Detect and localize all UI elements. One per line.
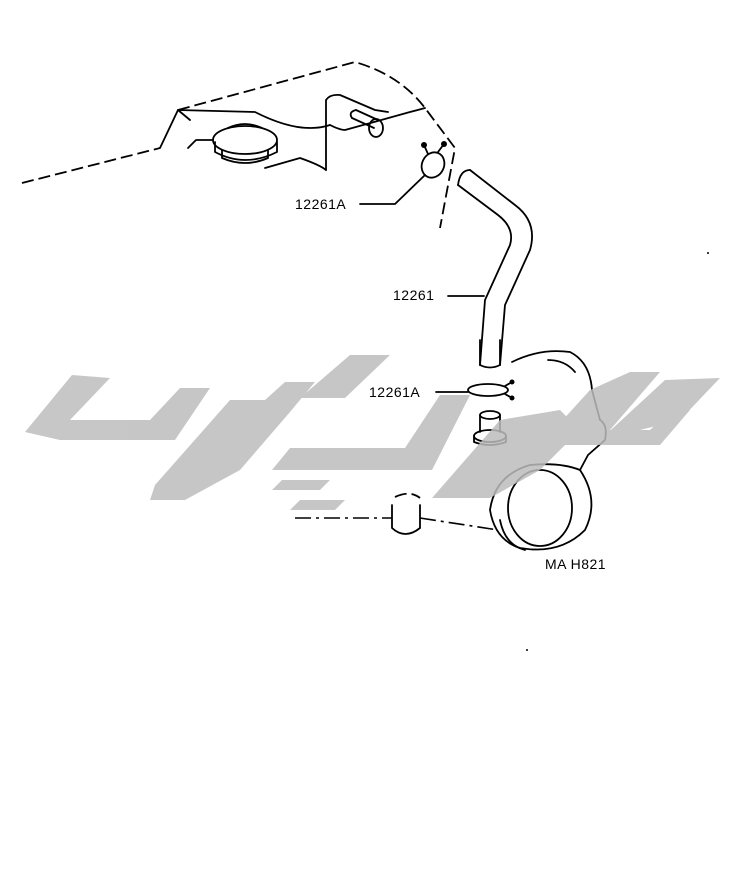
watermark xyxy=(25,355,720,510)
speck xyxy=(526,649,528,651)
pcv-outlet-nipple xyxy=(349,109,384,138)
figure-code: MA H821 xyxy=(545,556,606,572)
intake-pipe xyxy=(295,492,499,535)
speck xyxy=(707,252,709,254)
clamp-upper xyxy=(420,141,447,179)
oil-filler-cap xyxy=(212,123,278,164)
callout-clamp-lower: 12261A xyxy=(369,384,420,400)
hose-overlay xyxy=(479,339,501,366)
callout-clamp-upper: 12261A xyxy=(295,196,346,212)
leader-clamp-upper xyxy=(359,174,426,205)
cylinder-head-cover xyxy=(21,61,456,229)
ventilation-hose xyxy=(457,169,533,369)
callout-hose: 12261 xyxy=(393,287,434,303)
clamp-lower xyxy=(467,379,515,401)
